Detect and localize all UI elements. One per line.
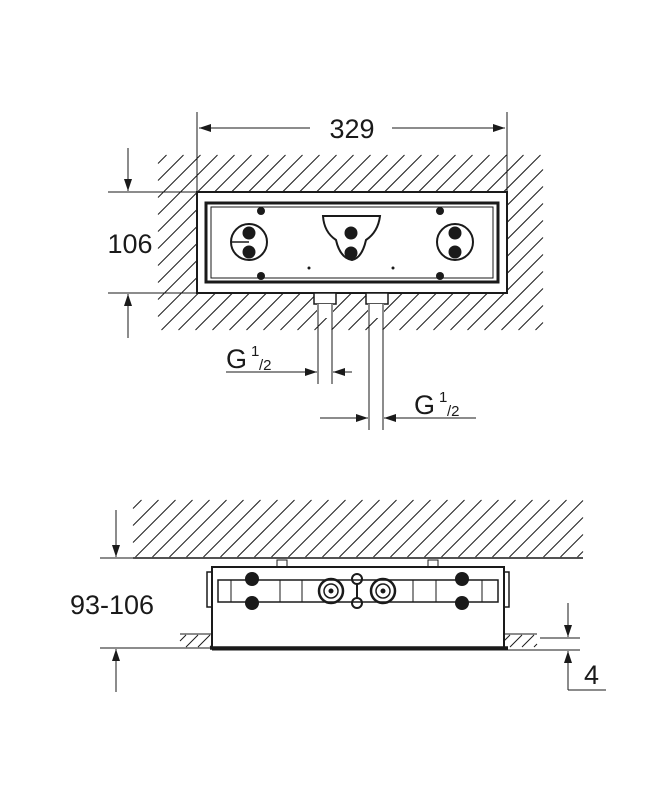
hatch-line bbox=[424, 499, 482, 558]
connection-left-sub: /2 bbox=[259, 357, 272, 374]
hatch-line bbox=[305, 499, 363, 558]
hatch-line bbox=[492, 499, 550, 558]
hatch-line bbox=[237, 499, 295, 558]
hatch-line bbox=[521, 634, 535, 648]
pipe-stub-right bbox=[365, 292, 389, 305]
depth-dimension-label: 93-106 bbox=[70, 590, 154, 620]
hatch-line bbox=[157, 154, 218, 215]
hatch-line bbox=[132, 499, 176, 543]
hatch-line bbox=[179, 634, 187, 642]
connection-right-sub: /2 bbox=[447, 403, 460, 420]
hatch-line bbox=[132, 499, 142, 509]
mounting-strip bbox=[217, 579, 499, 603]
hatch-line bbox=[509, 634, 523, 648]
width-dimension-label: 329 bbox=[329, 114, 374, 144]
hatch-line bbox=[220, 499, 278, 558]
hatch-line bbox=[339, 499, 397, 558]
connection-label-left: G 1 /2 bbox=[226, 343, 272, 374]
left-valve bbox=[230, 223, 268, 261]
hatch-line bbox=[197, 634, 211, 648]
hatch-line bbox=[526, 500, 584, 558]
hatch-line bbox=[152, 499, 210, 558]
hatch-line bbox=[484, 271, 544, 331]
hatch-line bbox=[356, 499, 414, 558]
side-view bbox=[100, 510, 606, 692]
hatch-line bbox=[373, 499, 431, 558]
hatch-line bbox=[157, 154, 167, 164]
connection-left-sup: 1 bbox=[251, 343, 259, 360]
center-diverter bbox=[321, 215, 382, 262]
hatch-line bbox=[533, 643, 538, 648]
hatch-line bbox=[509, 499, 567, 558]
connection-label-right: G 1 /2 bbox=[414, 389, 460, 420]
connection-right-sup: 1 bbox=[439, 389, 447, 406]
hatch-line bbox=[407, 499, 465, 558]
hatch-line bbox=[157, 154, 201, 198]
top-view bbox=[108, 112, 508, 430]
hatch-line bbox=[390, 499, 448, 558]
mounting-holes bbox=[257, 207, 444, 280]
hatch-line bbox=[535, 322, 544, 331]
connection-right-main: G bbox=[414, 390, 435, 420]
right-valve bbox=[436, 223, 474, 261]
pipe-stub-left bbox=[313, 292, 337, 305]
hatch-line bbox=[577, 551, 584, 558]
connection-left-main: G bbox=[226, 344, 247, 374]
hatch-line bbox=[475, 499, 533, 558]
hatch-line bbox=[169, 499, 227, 558]
hatch-line bbox=[288, 499, 346, 558]
hatch-line bbox=[157, 154, 184, 181]
hatch-line bbox=[135, 499, 193, 558]
hatch-line bbox=[271, 499, 329, 558]
hatch-line bbox=[186, 499, 244, 558]
height-dimension-label: 106 bbox=[107, 229, 152, 259]
hatch-line bbox=[458, 499, 516, 558]
outlet-connections bbox=[317, 573, 397, 609]
offset-dimension-label: 4 bbox=[584, 660, 599, 690]
housing-inner-frame bbox=[204, 201, 500, 284]
hatch-line bbox=[132, 499, 159, 526]
hatch-line bbox=[543, 517, 584, 558]
hatch-line bbox=[322, 499, 380, 558]
housing-inner-plate bbox=[210, 206, 494, 279]
hatch-line bbox=[560, 534, 584, 558]
side-valves bbox=[245, 572, 469, 610]
hatch-line bbox=[254, 499, 312, 558]
hatch-line bbox=[185, 634, 199, 648]
hatch-line bbox=[203, 499, 261, 558]
hatch-line bbox=[518, 305, 544, 331]
hatch-line bbox=[441, 499, 499, 558]
hatch-line bbox=[501, 288, 544, 331]
